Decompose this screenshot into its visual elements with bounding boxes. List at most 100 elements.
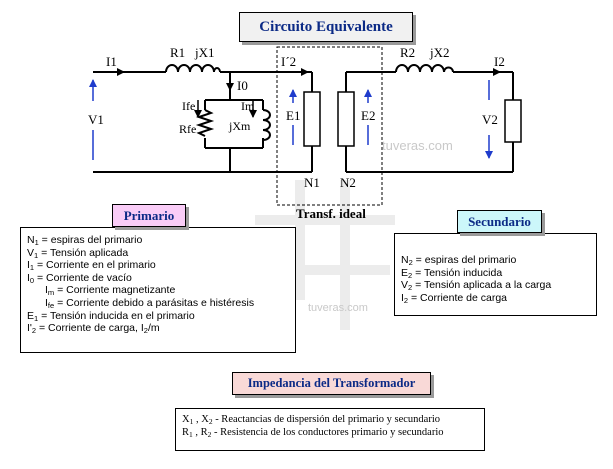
primario-subscript: 2 (31, 326, 37, 336)
primario-symbol: I (27, 259, 30, 272)
primario-desc-tail: /m (147, 322, 160, 335)
impedancia-subscript: 2 (207, 429, 212, 439)
primario-desc: = Corriente debido a parásitas e histére… (54, 296, 255, 309)
secundario-symbol: N (401, 254, 409, 266)
e1-source (303, 91, 321, 147)
e2-source (337, 91, 355, 147)
primario-symbol: I (27, 271, 30, 284)
impedancia-item: R1 , R2 - Resistencia de los conductores… (182, 427, 478, 440)
primario-desc: = Corriente de vacío (34, 271, 132, 284)
secundario-item: N2 = espiras del primario (401, 254, 590, 267)
impedancia-desc: - Resistencia de los conductores primari… (211, 426, 444, 438)
label-n1: N1 (304, 175, 320, 190)
impedancia-subscript: 1 (189, 417, 194, 426)
label-e1: E1 (286, 108, 300, 123)
primario-desc: = espiras del primario (38, 234, 143, 246)
primario-desc: = Corriente magnetizante (54, 284, 176, 297)
label-rfe: Rfe (179, 122, 196, 136)
load-resistor (504, 99, 522, 143)
primario-subscript: 1 (34, 313, 39, 323)
current-arrows (100, 68, 501, 118)
page-title: Circuito Equivalente (259, 19, 393, 35)
primario-desc: = Tensión aplicada (38, 246, 129, 259)
primario-subscript: 2 (143, 326, 148, 336)
ideal-transformer-box (276, 46, 383, 206)
primario-subscript: 1 (34, 250, 39, 260)
impedancia-title-box: Impedancia del Transformador (232, 372, 431, 395)
label-im: Im (241, 99, 255, 113)
impedancia-item: X1 , X2 - Reactancias de dispersión del … (182, 414, 478, 427)
inductor-jx1 (165, 64, 221, 73)
primario-item: E1 = Tensión inducida en el primario (27, 310, 289, 323)
voltage-arrows (89, 79, 493, 160)
secundario-subscript: 2 (408, 270, 413, 280)
primario-item: Ife = Corriente debido a parásitas e his… (27, 297, 289, 310)
secundario-symbol: E (401, 266, 409, 279)
secundario-desc: = Tensión aplicada a la carga (412, 279, 552, 292)
label-r2: R2 (400, 45, 415, 60)
secundario-desc: = espiras del primario (412, 254, 517, 266)
primario-item: Im = Corriente magnetizante (27, 284, 289, 297)
secundario-symbol: V (401, 279, 409, 292)
primario-title-box: Primario (112, 204, 186, 227)
impedancia-list: X1 , X2 - Reactancias de dispersión del … (176, 409, 484, 443)
page-title-box: Circuito Equivalente (239, 12, 413, 42)
wires (93, 71, 514, 173)
resistor-rfe (195, 109, 215, 137)
primario-symbol: I (45, 296, 48, 309)
secundario-item: V2 = Tensión aplicada a la carga (401, 279, 590, 292)
primario-item: V1 = Tensión aplicada (27, 247, 289, 260)
impedancia-panel: X1 , X2 - Reactancias de dispersión del … (175, 408, 485, 451)
primario-item: I'2 = Corriente de carga, I2/m (27, 322, 289, 335)
impedancia-subscript: 2 (208, 417, 213, 426)
secundario-title-box: Secundario (457, 210, 542, 233)
primario-symbol: N (27, 234, 35, 246)
impedancia-symbol: , R (192, 426, 208, 438)
impedancia-desc: - Reactancias de dispersión del primario… (212, 414, 440, 425)
secundario-subscript: 2 (408, 258, 413, 267)
primario-desc: = Corriente en el primario (34, 259, 156, 272)
primario-item: I1 = Corriente en el primario (27, 259, 289, 272)
secundario-desc: = Tensión inducida (412, 266, 503, 279)
secundario-title: Secundario (468, 214, 531, 229)
label-i1: I1 (106, 54, 117, 69)
secundario-symbol: I (401, 291, 404, 304)
primario-symbol: I' (27, 322, 32, 335)
watermark-text-2: tuveras.com (308, 302, 368, 314)
secundario-subscript: 2 (408, 283, 413, 293)
primario-symbol: E (27, 309, 35, 322)
primario-desc: = Tensión inducida en el primario (38, 309, 195, 322)
impedancia-symbol: R (182, 426, 190, 438)
impedancia-symbol: , X (193, 414, 209, 425)
label-v2: V2 (482, 112, 498, 127)
label-r1: R1 (170, 45, 185, 60)
primario-symbol: V (27, 246, 35, 259)
label-jx2: jX2 (429, 45, 450, 60)
label-ife: Ife (182, 99, 195, 113)
primario-subscript: fe (47, 300, 55, 310)
inductor-jx2 (395, 64, 454, 73)
secundario-desc: = Corriente de carga (408, 291, 508, 304)
secundario-item: E2 = Tensión inducida (401, 267, 590, 280)
primario-item: N1 = espiras del primario (27, 234, 289, 247)
label-i0: I0 (237, 78, 248, 93)
label-transf-ideal: Transf. ideal (296, 206, 366, 221)
impedancia-symbol: X (182, 414, 190, 425)
label-e2: E2 (361, 108, 375, 123)
impedancia-subscript: 1 (189, 429, 193, 439)
label-jxm: jXm (228, 119, 251, 133)
label-jx1: jX1 (194, 45, 215, 60)
primario-symbol: I (45, 284, 48, 297)
primario-item: I0 = Corriente de vacío (27, 272, 289, 285)
primario-desc: = Corriente de carga, I (36, 322, 144, 335)
watermark-text-1: tuveras.com (382, 138, 453, 153)
inductor-jxm (262, 109, 271, 142)
impedancia-title: Impedancia del Transformador (247, 376, 416, 390)
primario-subscript: m (47, 288, 55, 298)
label-i2-prime: I´2 (281, 54, 296, 69)
